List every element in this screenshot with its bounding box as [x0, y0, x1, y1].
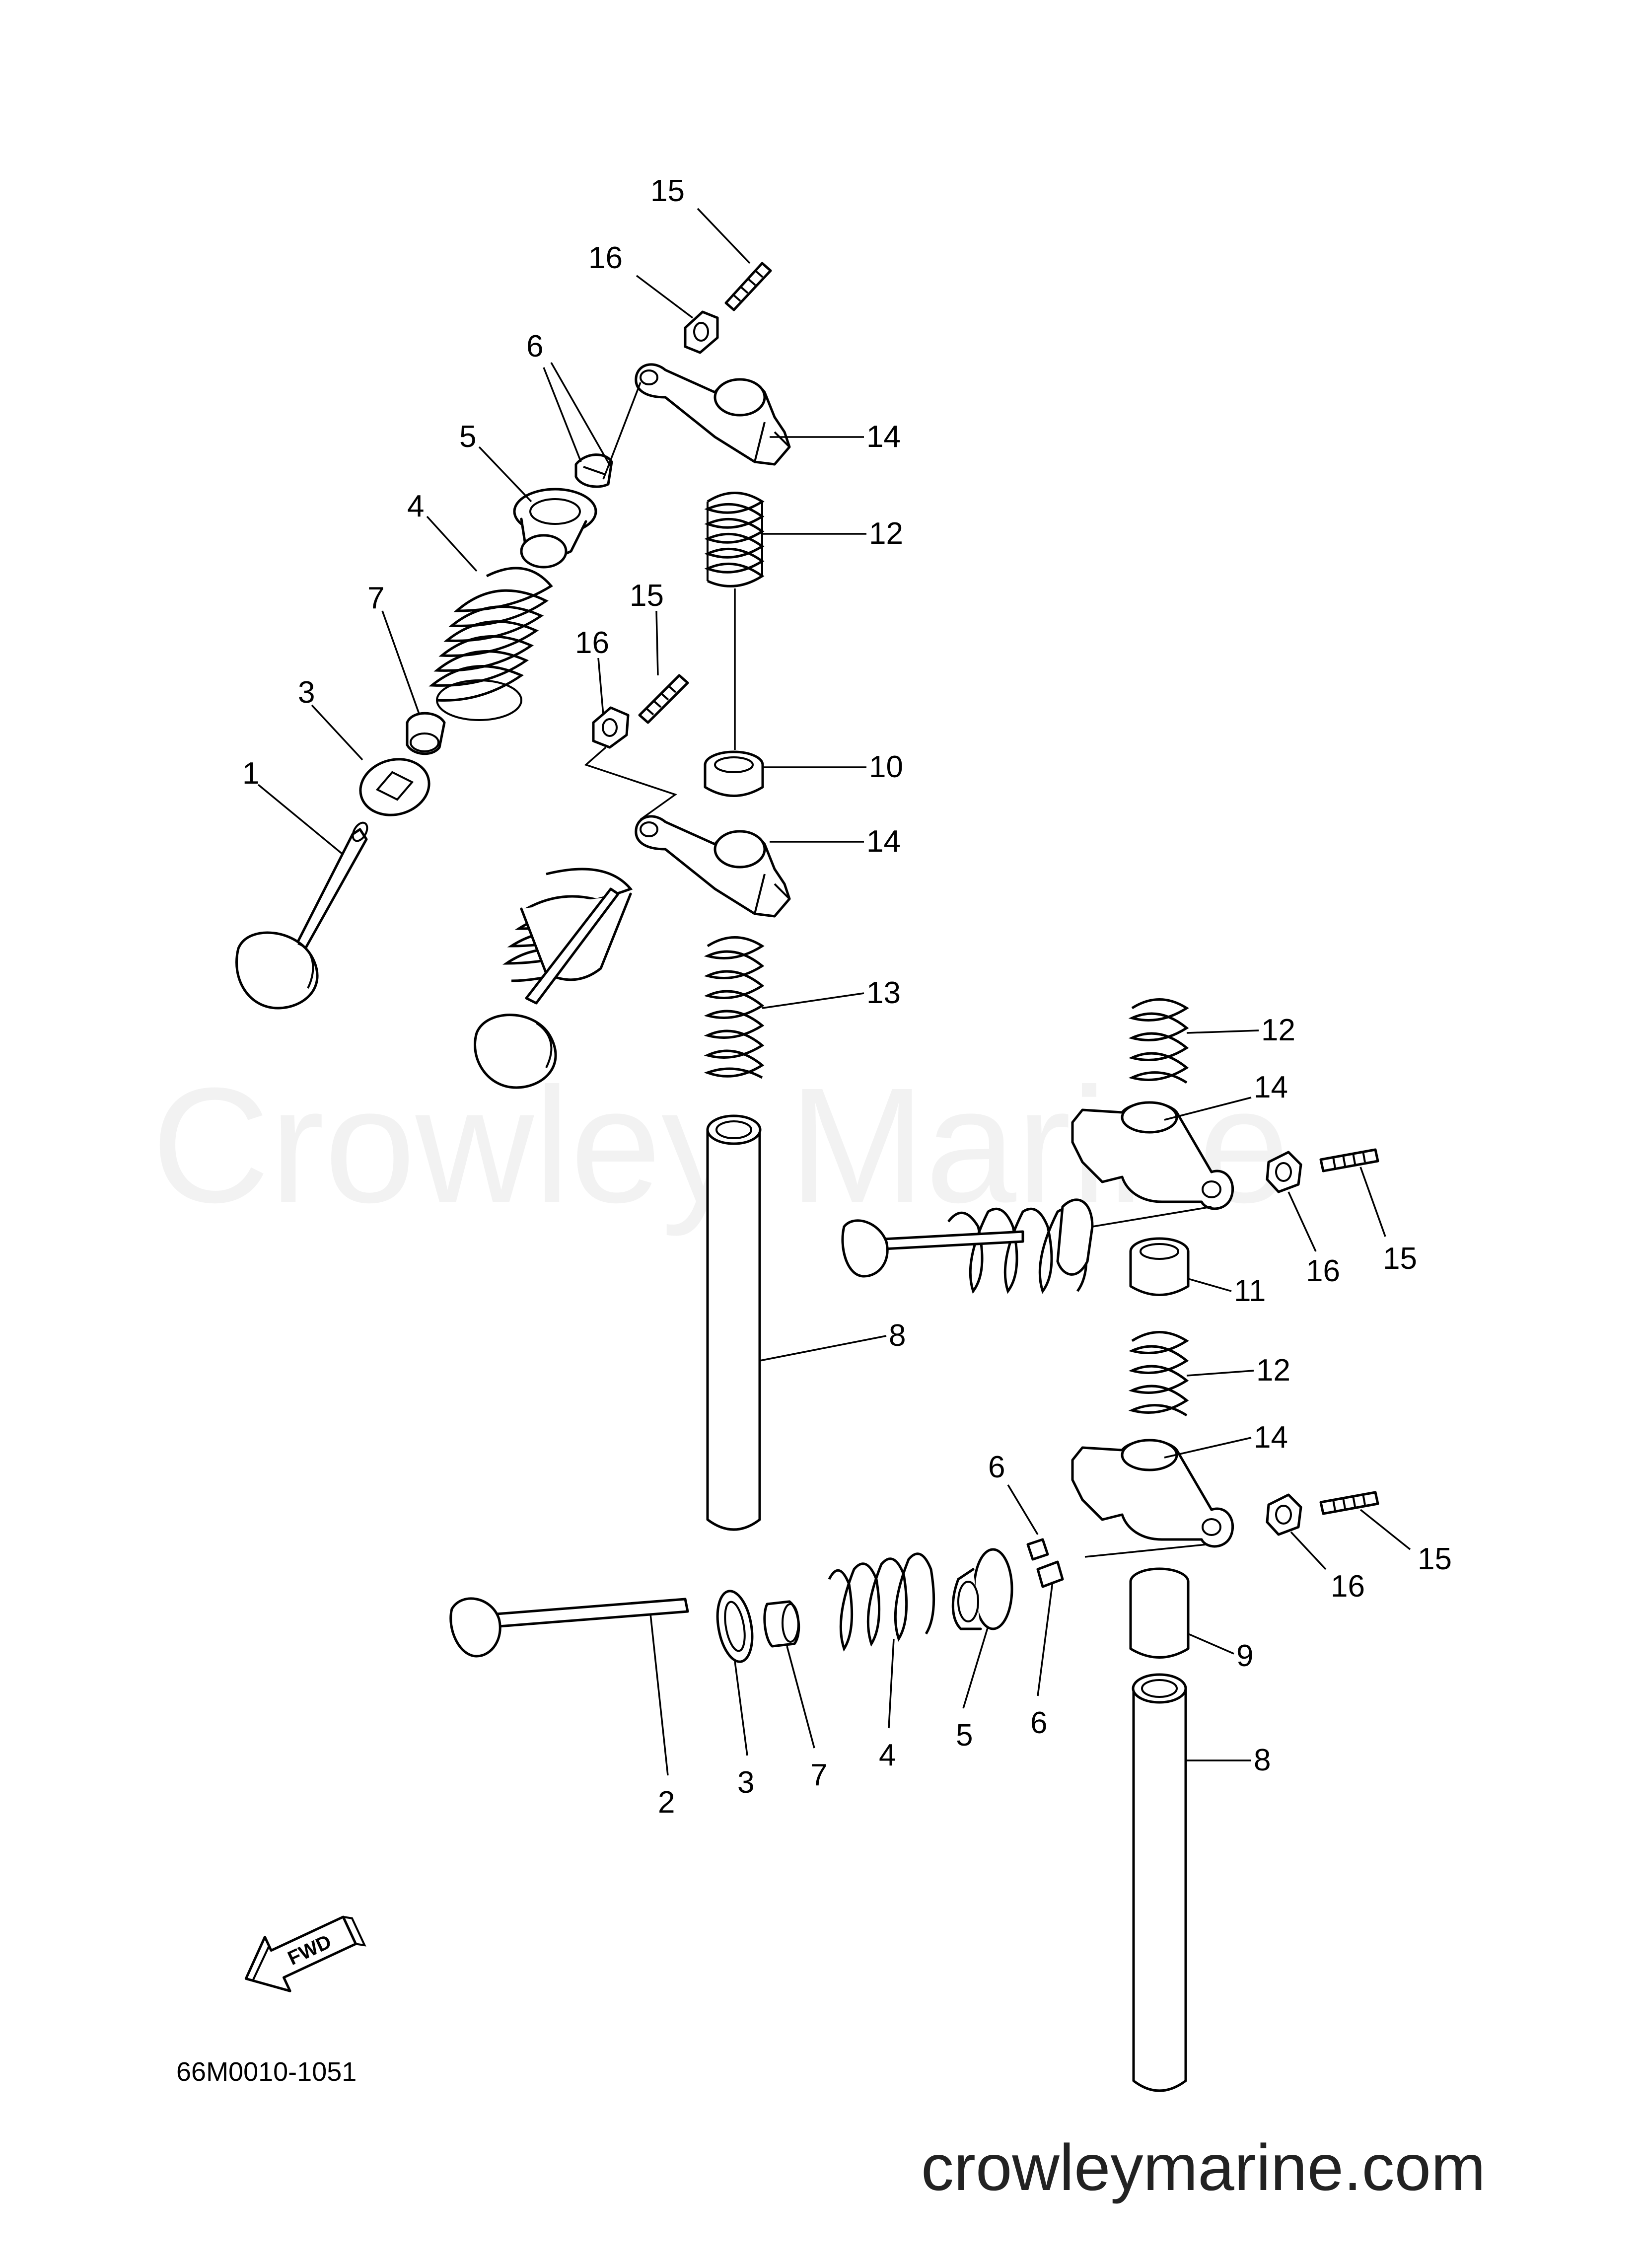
- callout-label: 7: [367, 581, 384, 615]
- part-nut-right-upper: [1266, 1151, 1302, 1193]
- callout-label: 16: [588, 241, 623, 275]
- part-nut-top: [684, 310, 719, 354]
- callout-label: 3: [737, 1765, 754, 1800]
- callout-label: 15: [630, 579, 664, 613]
- callout-label: 14: [866, 420, 901, 454]
- part-valve-seal-upper: [406, 712, 446, 755]
- callout-label: 12: [869, 516, 903, 551]
- part-spring-retainer-lower: [951, 1548, 1013, 1630]
- callout-label: 13: [866, 976, 901, 1010]
- callout-label: 2: [658, 1785, 675, 1820]
- callout-label: 11: [1234, 1274, 1266, 1308]
- callout-label: 16: [1331, 1569, 1365, 1604]
- part-adjusting-screw-top: [724, 262, 772, 311]
- part-spring-seat-upper: [359, 758, 430, 816]
- part-rocker-spring-right-lower: [1128, 1331, 1189, 1417]
- callout-label: 16: [575, 626, 609, 660]
- part-intake-valve: [235, 821, 368, 1010]
- callout-label: 15: [1418, 1542, 1452, 1576]
- part-adjusting-screw-mid: [638, 674, 689, 724]
- callout-label: 16: [1306, 1254, 1340, 1288]
- part-nut-mid: [592, 706, 630, 749]
- callout-label: 14: [866, 824, 901, 859]
- part-spacer-9: [1129, 1567, 1190, 1659]
- callout-label: 5: [459, 420, 476, 454]
- callout-label: 14: [1254, 1420, 1288, 1455]
- part-rocker-spring-right-upper: [1128, 998, 1189, 1084]
- diagram-code: 66M0010-1051: [176, 2057, 357, 2087]
- callout-labels: 15 16 6 5 4 14 12 7 3 1 15 16 10 14 13 1…: [242, 174, 1452, 1820]
- callout-label: 4: [407, 489, 424, 523]
- part-rocker-arm-mid: [635, 815, 791, 918]
- part-pushrod-left: [706, 1114, 762, 1531]
- part-nut-right-lower: [1266, 1493, 1302, 1536]
- part-valve-spring-lower: [828, 1552, 935, 1652]
- callout-label: 14: [1254, 1070, 1288, 1104]
- part-adjusting-screw-right-upper: [1319, 1148, 1379, 1172]
- part-valve-seal-lower: [763, 1600, 800, 1648]
- part-valve-cotters-lower: [1026, 1538, 1064, 1588]
- callout-label: 3: [298, 675, 315, 710]
- part-spring-retainer-upper: [513, 488, 597, 569]
- part-valve-spring-upper: [428, 567, 553, 721]
- leader-lines: [257, 208, 1411, 1776]
- part-spacer-11: [1129, 1237, 1190, 1296]
- callout-label: 6: [1030, 1706, 1047, 1740]
- part-valve-assembly-mid: [474, 868, 633, 1089]
- part-spring-seat-lower: [716, 1590, 754, 1663]
- site-url: crowleymarine.com: [921, 2131, 1486, 2204]
- callout-label: 15: [1383, 1242, 1417, 1276]
- callout-label: 15: [650, 174, 685, 208]
- fwd-arrow-icon: FWD: [244, 1915, 366, 1992]
- part-rocker-arm-right-lower: [1071, 1439, 1234, 1548]
- part-rocker-arm-upper: [635, 363, 791, 466]
- callout-label: 7: [810, 1758, 827, 1792]
- callout-label: 1: [242, 756, 259, 791]
- part-exhaust-valve: [449, 1597, 689, 1658]
- callout-label: 9: [1236, 1639, 1253, 1673]
- callout-label: 4: [879, 1738, 896, 1772]
- callout-label: 12: [1256, 1353, 1290, 1388]
- part-spacer-10: [704, 750, 764, 797]
- callout-label: 6: [526, 329, 543, 364]
- part-adjusting-screw-right-lower: [1319, 1491, 1379, 1515]
- callout-label: 10: [869, 750, 903, 784]
- part-rocker-spring-13: [704, 936, 765, 1079]
- callout-label: 12: [1261, 1013, 1295, 1047]
- callout-label: 5: [956, 1718, 973, 1753]
- callout-label: 6: [988, 1450, 1005, 1484]
- part-rocker-arm-right-upper: [1071, 1101, 1234, 1210]
- part-rocker-spring-upper: [704, 492, 765, 587]
- callout-label: 8: [889, 1318, 906, 1353]
- part-pushrod-right: [1132, 1673, 1187, 2092]
- callout-label: 8: [1254, 1743, 1271, 1777]
- part-valve-assembly-right: [841, 1198, 1094, 1294]
